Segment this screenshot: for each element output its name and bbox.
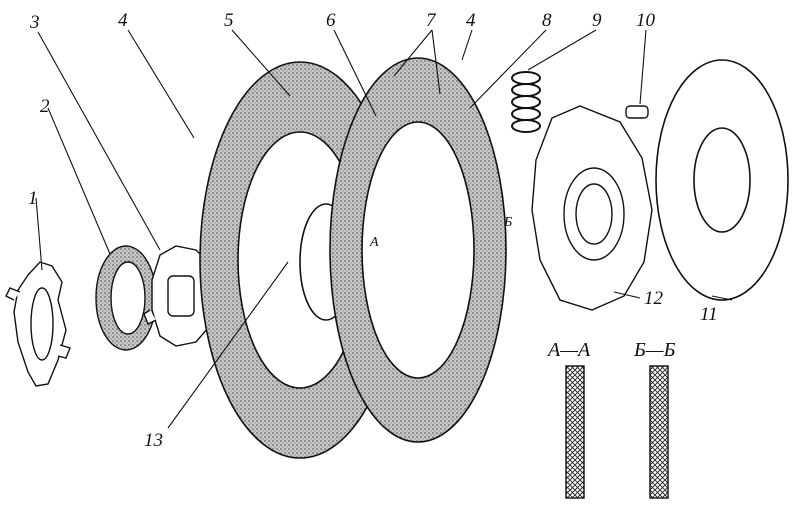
label-part-9: 9 [592, 10, 602, 31]
part-2-ring [95, 245, 157, 351]
label-part-1: 1 [28, 188, 38, 209]
label-part-8: 8 [542, 10, 552, 31]
label-part-5: 5 [224, 10, 234, 31]
part-6-rear-disc [329, 57, 507, 443]
label-part-10: 10 [636, 10, 656, 31]
part-11-cover-plate [655, 59, 789, 301]
label-part-7: 7 [426, 10, 437, 31]
section-label-aa: А—А [546, 339, 591, 361]
label-part-4-left: 4 [118, 10, 128, 31]
section-aa-profile [565, 365, 585, 499]
label-part-11: 11 [700, 304, 718, 325]
label-part-4-right: 4 [466, 10, 476, 31]
section-label-bb: Б—Б [633, 339, 676, 361]
part-9-spring [511, 71, 541, 133]
leader-lines [35, 29, 733, 429]
part-10-pin [625, 105, 649, 119]
section-mark-b: Б [503, 215, 512, 230]
label-part-13: 13 [144, 430, 163, 451]
part-12-hub [531, 105, 653, 311]
label-part-3: 3 [29, 12, 40, 33]
label-part-12: 12 [644, 288, 664, 309]
part-1-lock-washer [5, 261, 71, 387]
part-3-plate [143, 245, 213, 347]
section-mark-a: А [369, 235, 379, 250]
label-part-2: 2 [40, 96, 50, 117]
section-bb-profile [649, 365, 669, 499]
label-part-6: 6 [326, 10, 336, 31]
